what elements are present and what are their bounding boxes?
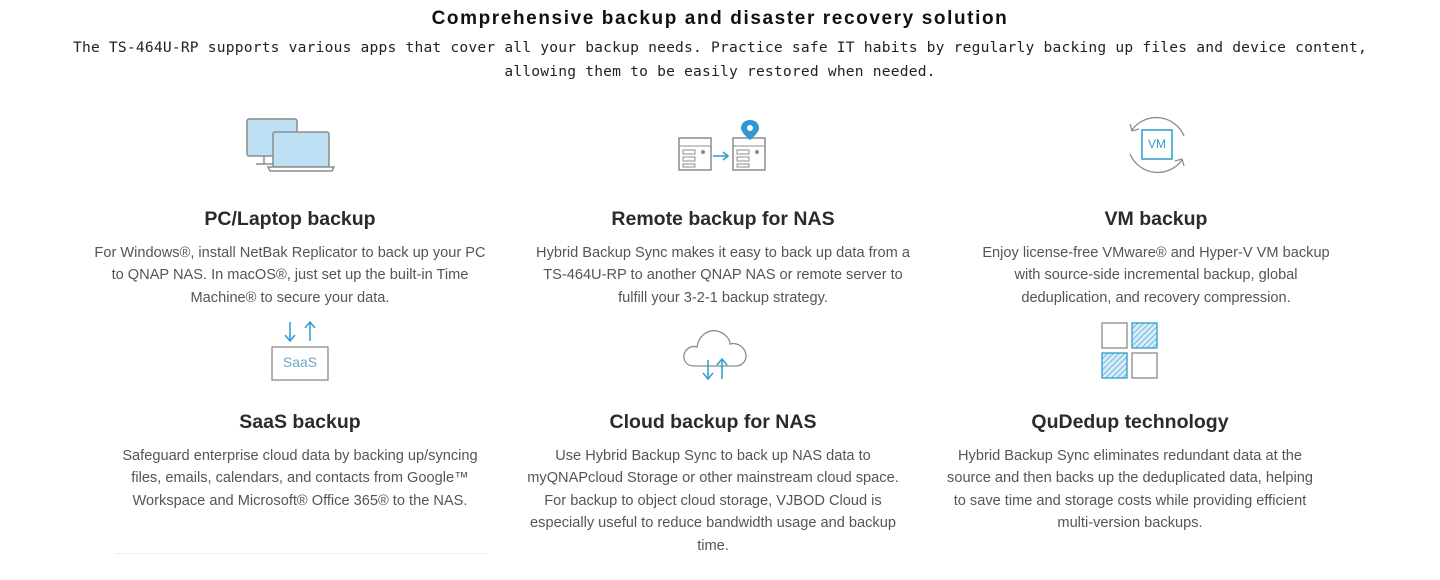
feature-cloud-backup-nas: Cloud backup for NAS Use Hybrid Backup S… [503,409,923,557]
feature-title: Cloud backup for NAS [609,411,817,433]
feature-qudedup-technology: QuDedup technology Hybrid Backup Sync el… [920,409,1340,535]
feature-description: Enjoy license-free VMware® and Hyper-V V… [982,245,1330,306]
feature-vm-backup: VM backup Enjoy license-free VMware® and… [946,206,1366,309]
feature-pc-laptop-backup: PC/Laptop backup For Windows®, install N… [80,206,500,309]
feature-saas-backup: SaaS backup Safeguard enterprise cloud d… [90,409,510,512]
feature-description: Safeguard enterprise cloud data by backi… [122,448,478,509]
page-title: Comprehensive backup and disaster recove… [431,8,1009,29]
divider [115,553,487,554]
cloud-icon [680,320,752,382]
intro-text: The TS-464U-RP supports various apps tha… [72,39,1367,80]
feature-title: QuDedup technology [1031,411,1229,433]
feature-remote-backup-nas: Remote backup for NAS Hybrid Backup Sync… [513,206,933,309]
vm-icon-label: VM [1148,137,1166,151]
pc-laptop-icon [244,116,336,174]
feature-title: SaaS backup [239,411,361,433]
vm-cycle-icon: VM [1122,110,1192,180]
feature-title: PC/Laptop backup [204,208,376,230]
feature-description: For Windows®, install NetBak Replicator … [94,245,486,306]
dedup-grid-icon [1100,321,1160,381]
feature-description: Hybrid Backup Sync eliminates redundant … [947,448,1313,532]
saas-icon: SaaS [270,320,330,382]
nas-remote-icon [677,118,771,174]
header: Comprehensive backup and disaster recove… [0,6,1440,84]
feature-title: VM backup [1104,208,1208,230]
saas-icon-label: SaaS [282,354,318,370]
feature-description: Use Hybrid Backup Sync to back up NAS da… [527,448,899,554]
feature-title: Remote backup for NAS [611,208,835,230]
feature-description: Hybrid Backup Sync makes it easy to back… [536,245,910,306]
